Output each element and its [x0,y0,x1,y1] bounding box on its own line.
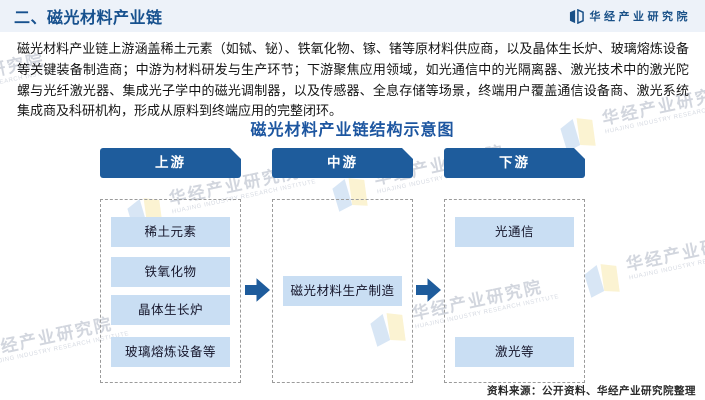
brand-name: 华经产业研究院 [589,11,691,23]
page-title: 二、磁光材料产业链 [14,10,163,27]
upstream-item: 稀土元素 [111,217,230,247]
midstream-item: 磁光材料生产制造 [283,276,402,306]
flow-arrow-right-icon [245,278,270,302]
industry-chain-diagram: 上游 中游 下游 稀土元素 铁氧化物 晶体生长炉 玻璃熔炼设备等 磁光材料生产制… [0,145,705,390]
downstream-item: 激光等 [455,337,574,367]
intro-paragraph: 磁光材料产业链上游涵盖稀土元素（如铽、铋）、铁氧化物、镓、锗等原材料供应商，以及… [17,41,689,119]
stage-pill-midstream: 中游 [272,148,413,178]
upstream-item: 晶体生长炉 [111,295,230,325]
midstream-group-box: 磁光材料生产制造 [272,199,413,383]
upstream-item: 铁氧化物 [111,257,230,287]
logo-book-icon [569,8,584,24]
header-bar: 二、磁光材料产业链 华经产业研究院 [0,0,705,32]
stage-pill-downstream: 下游 [444,148,585,178]
data-source-note: 资料来源：公开资料、华经产业研究院整理 [487,385,696,397]
flow-arrow-right-icon [416,278,441,302]
upstream-item: 玻璃熔炼设备等 [111,337,230,367]
upstream-group-box: 稀土元素 铁氧化物 晶体生长炉 玻璃熔炼设备等 [100,199,241,383]
downstream-group-box: 光通信 激光等 [444,199,585,383]
downstream-item: 光通信 [455,217,574,247]
brand-logo: 华经产业研究院 [569,8,692,24]
stage-pill-upstream: 上游 [100,148,241,178]
diagram-title: 磁光材料产业链结构示意图 [250,122,455,139]
